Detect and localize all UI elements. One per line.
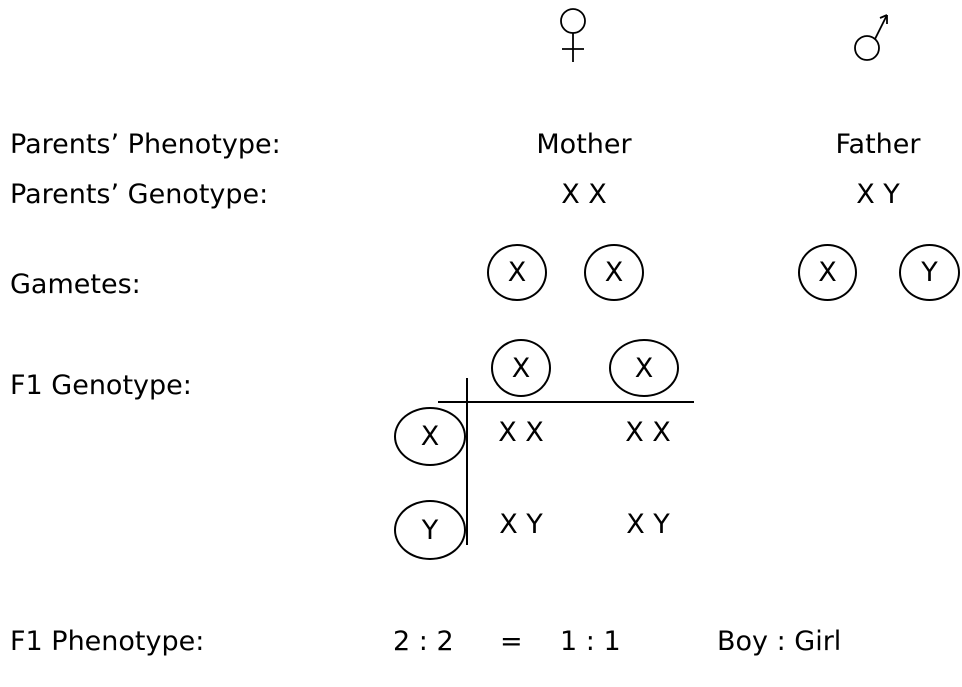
- f1-genotype-label: F1 Genotype:: [10, 370, 192, 401]
- phenotype-count-ratio: 2 : 2: [393, 626, 454, 657]
- phenotype-ratio-description: Boy : Girl: [717, 626, 842, 657]
- punnett-horizontal-divider: [438, 401, 694, 403]
- mother-phenotype: Mother: [536, 129, 632, 160]
- parents-phenotype-label: Parents’ Phenotype:: [10, 129, 281, 160]
- punnett-cell: X X: [625, 417, 671, 448]
- phenotype-simplified-ratio: 1 : 1: [560, 626, 621, 657]
- mother-genotype: X X: [561, 179, 607, 210]
- father-gamete-allele: Y: [921, 257, 938, 288]
- equals-sign: =: [500, 626, 523, 657]
- punnett-column-allele: X: [634, 352, 654, 384]
- mother-gamete-allele: X: [604, 257, 624, 288]
- punnett-row-allele: Y: [421, 514, 439, 546]
- punnett-cell: X Y: [626, 509, 670, 540]
- punnett-column-header: X: [609, 339, 679, 397]
- parents-genotype-label: Parents’ Genotype:: [10, 179, 269, 210]
- punnett-cell: X X: [498, 417, 544, 448]
- father-gamete-allele: X: [818, 257, 837, 288]
- father-phenotype: Father: [835, 129, 921, 160]
- mother-gamete-allele: X: [507, 257, 527, 288]
- punnett-vertical-divider: [466, 378, 468, 545]
- father-genotype: X Y: [856, 179, 900, 210]
- f1-phenotype-label: F1 Phenotype:: [10, 626, 205, 657]
- father-gamete-circle: Y: [899, 244, 960, 301]
- father-gamete-circle: X: [798, 244, 857, 301]
- punnett-cell: X Y: [499, 509, 543, 540]
- punnett-column-allele: X: [511, 352, 531, 384]
- punnett-row-header: Y: [394, 500, 466, 560]
- female-symbol-icon: [560, 8, 586, 62]
- punnett-column-header: X: [491, 339, 551, 397]
- punnett-row-header: X: [394, 407, 466, 466]
- mother-gamete-circle: X: [584, 244, 644, 301]
- gametes-label: Gametes:: [10, 269, 141, 300]
- punnett-row-allele: X: [420, 421, 440, 452]
- male-symbol-icon: [854, 14, 888, 61]
- mother-gamete-circle: X: [487, 244, 547, 301]
